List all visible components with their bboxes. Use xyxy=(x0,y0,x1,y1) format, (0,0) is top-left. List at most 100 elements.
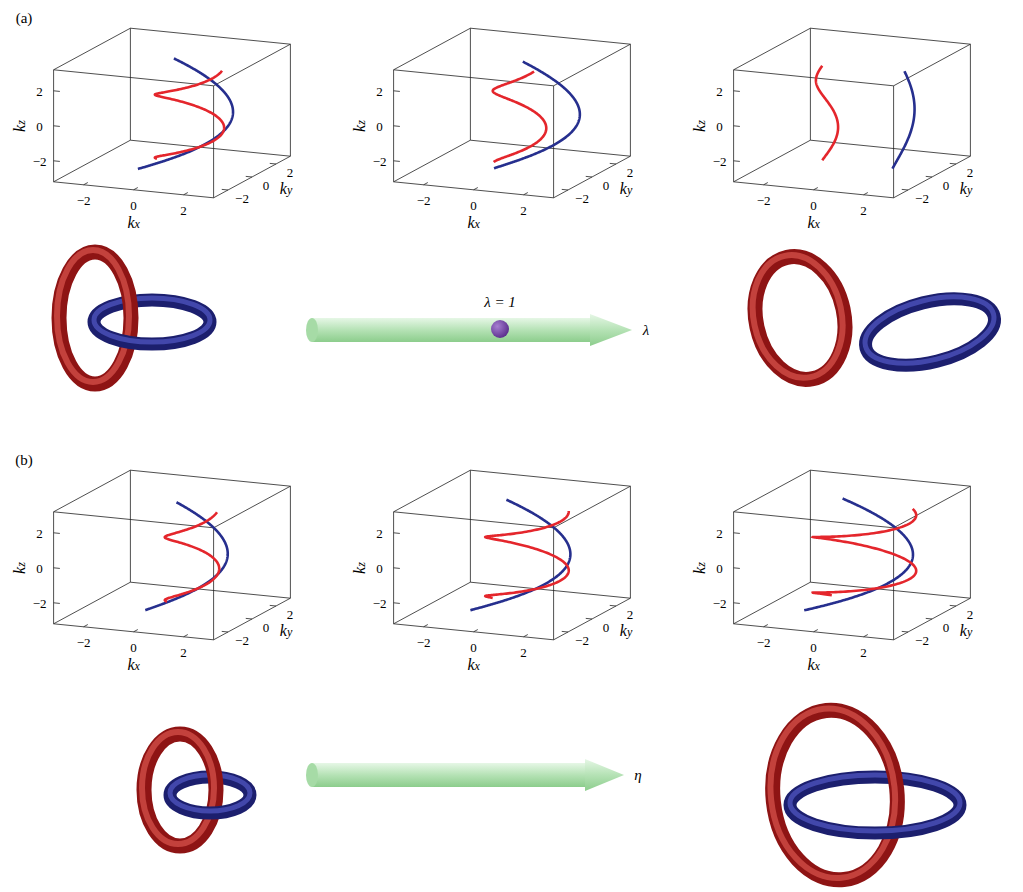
box-edge xyxy=(734,70,894,86)
blue-curve xyxy=(892,71,914,169)
box-edge xyxy=(553,86,554,198)
tick-mark xyxy=(246,618,252,620)
tick-label: 0 xyxy=(716,561,723,574)
tick-label: −2 xyxy=(575,634,589,647)
red-curve xyxy=(816,66,838,161)
parameter-label: λ = 1 xyxy=(484,295,516,310)
tick-label: −2 xyxy=(417,635,431,648)
tick-mark xyxy=(764,625,768,627)
box-edge xyxy=(394,512,554,528)
blue-ring xyxy=(170,793,250,811)
axis-label: ky xyxy=(620,181,632,197)
red-ring xyxy=(57,250,129,382)
axis-label: kz xyxy=(352,120,368,132)
panel-label: (a) xyxy=(16,11,33,26)
tick-mark xyxy=(734,602,740,604)
critical-point xyxy=(491,320,509,338)
tick-mark xyxy=(54,532,60,534)
tick-mark xyxy=(270,605,276,607)
tick-mark xyxy=(902,189,908,191)
tick-mark xyxy=(734,90,740,92)
axis-label: kx xyxy=(127,215,139,231)
3d-plot xyxy=(54,470,291,640)
axis-label: ky xyxy=(960,181,972,197)
tick-mark xyxy=(54,567,60,569)
tick-label: −2 xyxy=(713,154,727,167)
tick-mark xyxy=(734,532,740,534)
tick-mark xyxy=(54,90,60,92)
tick-mark xyxy=(54,125,60,127)
tick-mark xyxy=(610,605,616,607)
tick-label: −2 xyxy=(915,634,929,647)
box-edge xyxy=(554,44,631,86)
tick-label: −2 xyxy=(235,634,249,647)
tick-mark xyxy=(474,188,478,190)
box-edge xyxy=(734,470,811,512)
parameter-arrow xyxy=(306,314,632,346)
box-edge xyxy=(290,486,291,598)
box-edge xyxy=(894,156,971,198)
tick-label: 0 xyxy=(130,640,137,653)
tick-mark xyxy=(84,183,88,185)
box-edge xyxy=(214,486,291,528)
box-edge xyxy=(54,512,214,528)
axis-label: kz xyxy=(12,562,28,574)
tick-label: 2 xyxy=(860,203,867,216)
box-edge xyxy=(810,28,970,44)
tick-mark xyxy=(902,631,908,633)
red-curve xyxy=(485,511,569,598)
box-edge xyxy=(970,44,971,156)
box-edge xyxy=(734,28,811,70)
box-edge xyxy=(554,156,631,198)
linked-rings xyxy=(142,732,250,846)
box-edge xyxy=(894,44,971,86)
tick-mark xyxy=(814,630,818,632)
tick-mark xyxy=(734,567,740,569)
tick-label: −2 xyxy=(713,596,727,609)
3d-plot xyxy=(734,28,971,198)
box-edge xyxy=(214,598,291,640)
tick-label: 2 xyxy=(520,203,527,216)
tick-mark xyxy=(424,625,428,627)
box-edge xyxy=(394,470,471,512)
arrow-head xyxy=(590,314,632,346)
blue-curve xyxy=(145,502,227,610)
box-edge xyxy=(213,528,214,640)
parameter-label: η xyxy=(634,768,641,783)
tick-mark xyxy=(54,160,60,162)
tick-label: 2 xyxy=(287,608,294,621)
tick-label: −2 xyxy=(757,635,771,648)
tick-label: 2 xyxy=(36,84,43,97)
axis-label: ky xyxy=(280,623,292,639)
red-curve xyxy=(155,71,224,159)
tick-label: 2 xyxy=(716,84,723,97)
tick-label: 2 xyxy=(36,526,43,539)
tick-label: 0 xyxy=(470,198,477,211)
tick-mark xyxy=(734,125,740,127)
box-edge xyxy=(54,28,131,70)
tick-mark xyxy=(610,163,616,165)
arrow-head xyxy=(585,759,624,791)
tick-label: 2 xyxy=(287,166,294,179)
tick-label: 0 xyxy=(36,119,43,132)
red-ring xyxy=(762,702,903,884)
tick-label: 2 xyxy=(376,84,383,97)
tick-mark xyxy=(246,176,252,178)
axis-label: ky xyxy=(620,623,632,639)
box-edge xyxy=(734,582,811,624)
blue-ring xyxy=(94,320,210,342)
tick-mark xyxy=(394,532,400,534)
blue-ring xyxy=(790,803,960,831)
tick-mark xyxy=(394,567,400,569)
tick-label: 0 xyxy=(376,119,383,132)
tick-label: −2 xyxy=(235,192,249,205)
axis-label: kx xyxy=(127,657,139,673)
box-edge xyxy=(554,486,631,528)
box-edge xyxy=(54,470,131,512)
box-edge xyxy=(130,28,131,140)
tick-mark xyxy=(474,630,478,632)
box-edge xyxy=(54,140,131,182)
